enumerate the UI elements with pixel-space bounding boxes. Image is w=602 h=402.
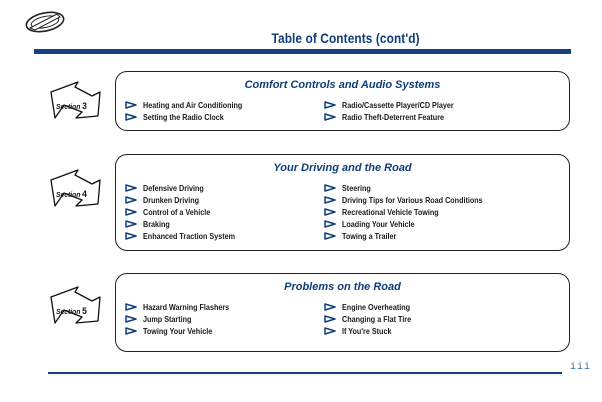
- triangle-bullet-icon: [125, 220, 137, 228]
- brand-emblem-icon: [24, 9, 66, 35]
- left-topic-list: Defensive Driving Drunken Driving Contro…: [125, 182, 245, 242]
- triangle-bullet-icon: [125, 232, 137, 240]
- header-rule: [34, 49, 571, 54]
- right-topic-list: Engine Overheating Changing a Flat Tire …: [324, 301, 419, 337]
- triangle-bullet-icon: [324, 232, 336, 240]
- section-panel-4: Your Driving and the Road Defensive Driv…: [115, 154, 570, 251]
- topic-link[interactable]: Radio/Cassette Player/CD Player: [324, 99, 466, 111]
- triangle-bullet-icon: [125, 315, 137, 323]
- section-arrow-icon: [50, 286, 101, 324]
- topic-link[interactable]: Defensive Driving: [125, 182, 245, 194]
- topic-link[interactable]: Setting the Radio Clock: [125, 111, 253, 123]
- page-title: Table of Contents (cont'd): [271, 31, 420, 46]
- triangle-bullet-icon: [324, 113, 336, 121]
- section-arrow-icon: [50, 169, 101, 207]
- topic-link[interactable]: Driving Tips for Various Road Conditions: [324, 194, 498, 206]
- section-tab-label: Section: [56, 190, 81, 199]
- topic-link[interactable]: Radio Theft-Deterrent Feature: [324, 111, 466, 123]
- triangle-bullet-icon: [324, 184, 336, 192]
- topic-link[interactable]: Hazard Warning Flashers: [125, 301, 239, 313]
- topic-link[interactable]: Towing Your Vehicle: [125, 325, 239, 337]
- topic-link[interactable]: Steering: [324, 182, 498, 194]
- topic-link[interactable]: Loading Your Vehicle: [324, 218, 498, 230]
- page-number: iii: [570, 362, 592, 373]
- section-title: Problems on the Road: [284, 281, 401, 293]
- right-topic-list: Radio/Cassette Player/CD Player Radio Th…: [324, 99, 466, 123]
- triangle-bullet-icon: [324, 327, 336, 335]
- topic-link[interactable]: Engine Overheating: [324, 301, 419, 313]
- topic-link[interactable]: Heating and Air Conditioning: [125, 99, 253, 111]
- triangle-bullet-icon: [125, 196, 137, 204]
- topic-link[interactable]: Control of a Vehicle: [125, 206, 245, 218]
- topic-link[interactable]: Jump Starting: [125, 313, 239, 325]
- left-topic-list: Hazard Warning Flashers Jump Starting To…: [125, 301, 239, 337]
- topic-link[interactable]: Towing a Trailer: [324, 230, 498, 242]
- triangle-bullet-icon: [125, 184, 137, 192]
- topic-link[interactable]: Changing a Flat Tire: [324, 313, 419, 325]
- section-tab-number: 5: [82, 306, 87, 317]
- triangle-bullet-icon: [125, 101, 137, 109]
- section-title: Your Driving and the Road: [273, 162, 412, 174]
- topic-link[interactable]: Braking: [125, 218, 245, 230]
- triangle-bullet-icon: [125, 113, 137, 121]
- topic-link[interactable]: Drunken Driving: [125, 194, 245, 206]
- section-arrow-icon: [50, 81, 101, 119]
- triangle-bullet-icon: [125, 208, 137, 216]
- section-tab-label: Section: [56, 102, 81, 111]
- topic-link[interactable]: If You're Stuck: [324, 325, 419, 337]
- triangle-bullet-icon: [125, 303, 137, 311]
- section-tab-label: Section: [56, 307, 81, 316]
- triangle-bullet-icon: [125, 327, 137, 335]
- section-title: Comfort Controls and Audio Systems: [244, 79, 441, 91]
- section-panel-3: Comfort Controls and Audio Systems Heati…: [115, 71, 570, 131]
- triangle-bullet-icon: [324, 101, 336, 109]
- topic-link[interactable]: Recreational Vehicle Towing: [324, 206, 498, 218]
- footer-rule: [48, 372, 562, 374]
- section-tab-number: 4: [82, 189, 87, 200]
- triangle-bullet-icon: [324, 208, 336, 216]
- topic-link[interactable]: Enhanced Traction System: [125, 230, 245, 242]
- section-panel-5: Problems on the Road Hazard Warning Flas…: [115, 273, 570, 352]
- triangle-bullet-icon: [324, 196, 336, 204]
- left-topic-list: Heating and Air Conditioning Setting the…: [125, 99, 253, 123]
- right-topic-list: Steering Driving Tips for Various Road C…: [324, 182, 498, 242]
- triangle-bullet-icon: [324, 220, 336, 228]
- triangle-bullet-icon: [324, 315, 336, 323]
- triangle-bullet-icon: [324, 303, 336, 311]
- section-tab-number: 3: [82, 101, 87, 112]
